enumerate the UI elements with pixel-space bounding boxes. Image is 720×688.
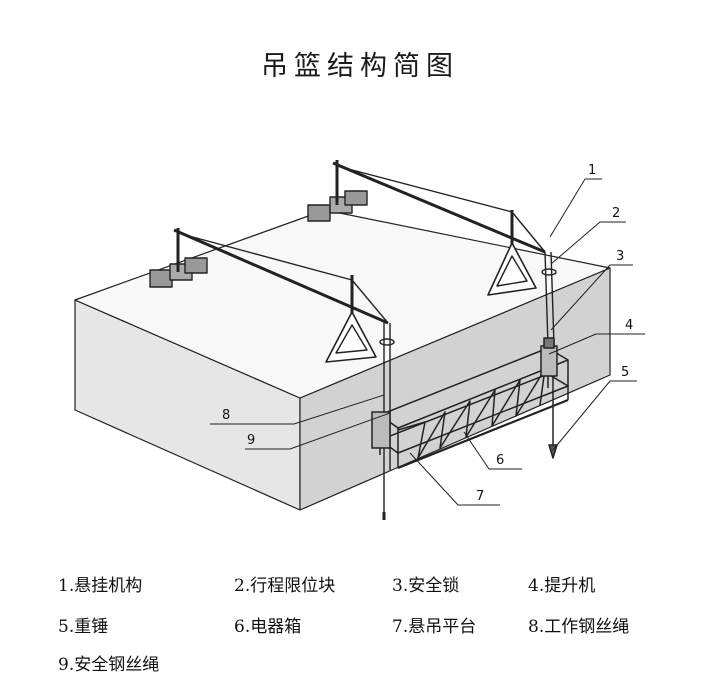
- callout-number-1: 1: [588, 163, 596, 178]
- legend-item-2: 2.行程限位块: [234, 576, 336, 596]
- legend-item-7: 7.悬吊平台: [392, 617, 477, 637]
- diagram-title: 吊篮结构简图: [261, 51, 459, 82]
- callout-number-4: 4: [625, 318, 633, 333]
- legend-item-4: 4.提升机: [528, 576, 596, 596]
- callout-number-8: 8: [222, 408, 230, 423]
- callout-number-6: 6: [496, 453, 504, 468]
- legend-item-3: 3.安全锁: [392, 576, 460, 596]
- legend-item-6: 6.电器箱: [234, 617, 302, 637]
- suspension-mechanism-far: [307, 160, 557, 346]
- leader-lines: [210, 178, 645, 506]
- legend-item-8: 8.工作钢丝绳: [528, 617, 630, 637]
- suspended-platform: [371, 337, 569, 470]
- callout-number-7: 7: [476, 489, 484, 504]
- callout-number-5: 5: [621, 365, 629, 380]
- callout-number-9: 9: [247, 433, 255, 448]
- callout-number-2: 2: [612, 206, 620, 221]
- callout-number-3: 3: [616, 249, 624, 264]
- legend-item-9: 9.安全钢丝绳: [58, 655, 160, 675]
- legend-item-5: 5.重锤: [58, 617, 109, 637]
- legend-item-1: 1.悬挂机构: [58, 576, 143, 596]
